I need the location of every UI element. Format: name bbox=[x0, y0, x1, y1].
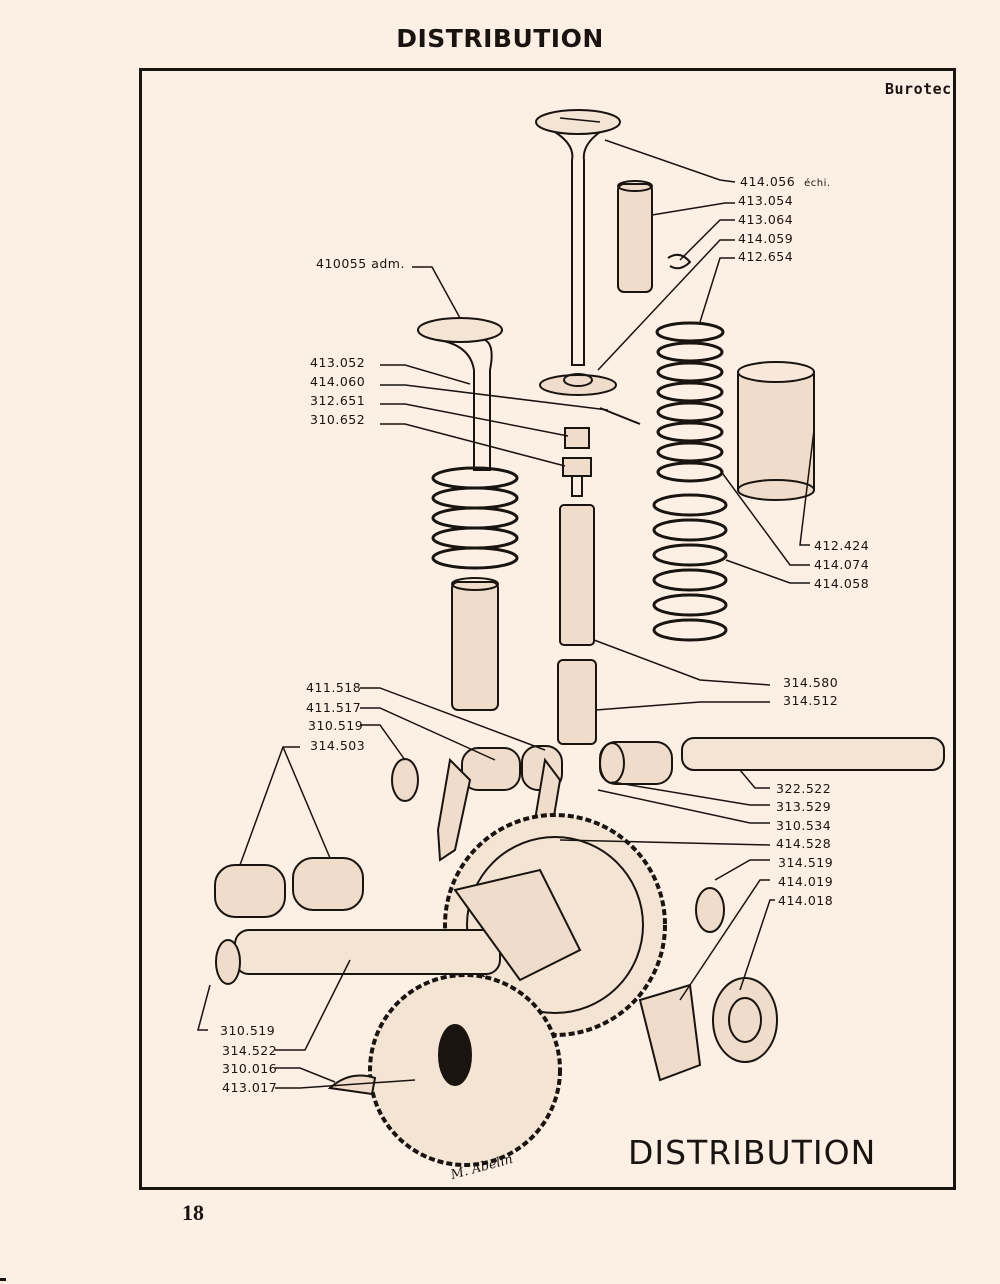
valve-spring-inner bbox=[655, 321, 725, 483]
part-label: 414.528 bbox=[776, 836, 832, 851]
part-label: 412.654 bbox=[738, 249, 794, 264]
part-label: 314.519 bbox=[778, 855, 834, 870]
part-label: 413.017 bbox=[222, 1080, 278, 1095]
part-label: 414.018 bbox=[778, 893, 834, 908]
valve-spring-outer bbox=[652, 493, 728, 642]
spring-cup bbox=[737, 361, 815, 501]
exhaust-valve bbox=[535, 109, 621, 366]
part-label: 314.503 bbox=[310, 738, 366, 753]
part-label: 412.424 bbox=[814, 538, 870, 553]
part-label: 310.652 bbox=[310, 412, 366, 427]
pin bbox=[599, 407, 641, 425]
page-number: 18 bbox=[182, 1200, 204, 1225]
part-label: 312.651 bbox=[310, 393, 366, 408]
part-label: 413.064 bbox=[738, 212, 794, 227]
part-label: 322.522 bbox=[776, 781, 832, 796]
part-label: 310.519 bbox=[220, 1023, 276, 1038]
brand-logo: Burotec bbox=[885, 80, 952, 98]
part-label: 414.074 bbox=[814, 557, 870, 572]
part-label: 310.519 bbox=[308, 718, 364, 733]
part-label: 314.580 bbox=[783, 675, 839, 690]
part-label: 411.517 bbox=[306, 700, 362, 715]
circlip bbox=[667, 253, 692, 270]
part-label: 411.518 bbox=[306, 680, 362, 695]
intake-valve bbox=[417, 317, 503, 471]
nut-washer bbox=[638, 977, 778, 1082]
diagram-caption: DISTRIBUTION bbox=[628, 1133, 877, 1172]
diagram-frame bbox=[139, 68, 956, 1190]
pushrod-tube bbox=[557, 504, 597, 745]
crank-gear bbox=[368, 973, 562, 1167]
intake-spring bbox=[431, 466, 519, 570]
part-label: 314.512 bbox=[783, 693, 839, 708]
page-title: DISTRIBUTION bbox=[396, 24, 604, 53]
part-label: 314.522 bbox=[222, 1043, 278, 1058]
spring-retainer bbox=[539, 373, 617, 396]
part-label: 413.054 bbox=[738, 193, 794, 208]
part-label: 414.060 bbox=[310, 374, 366, 389]
rocker-shaft bbox=[681, 737, 945, 771]
camshaft bbox=[215, 868, 582, 985]
part-label: 414.056 échi. bbox=[740, 174, 831, 189]
part-label: 310.016 bbox=[222, 1061, 278, 1076]
part-label: 414.019 bbox=[778, 874, 834, 889]
part-label: 413.052 bbox=[310, 355, 366, 370]
part-label: 313.529 bbox=[776, 799, 832, 814]
scan-mark bbox=[0, 1278, 6, 1281]
leader-lines bbox=[197, 139, 815, 1089]
part-label: 310.534 bbox=[776, 818, 832, 833]
part-label: 410055 adm. bbox=[316, 256, 405, 271]
part-label: 414.059 bbox=[738, 231, 794, 246]
adjusting-screw bbox=[562, 427, 592, 497]
tappet bbox=[451, 577, 499, 711]
part-label: 414.058 bbox=[814, 576, 870, 591]
valve-guide-sleeve bbox=[617, 180, 653, 293]
bushings bbox=[214, 741, 725, 933]
